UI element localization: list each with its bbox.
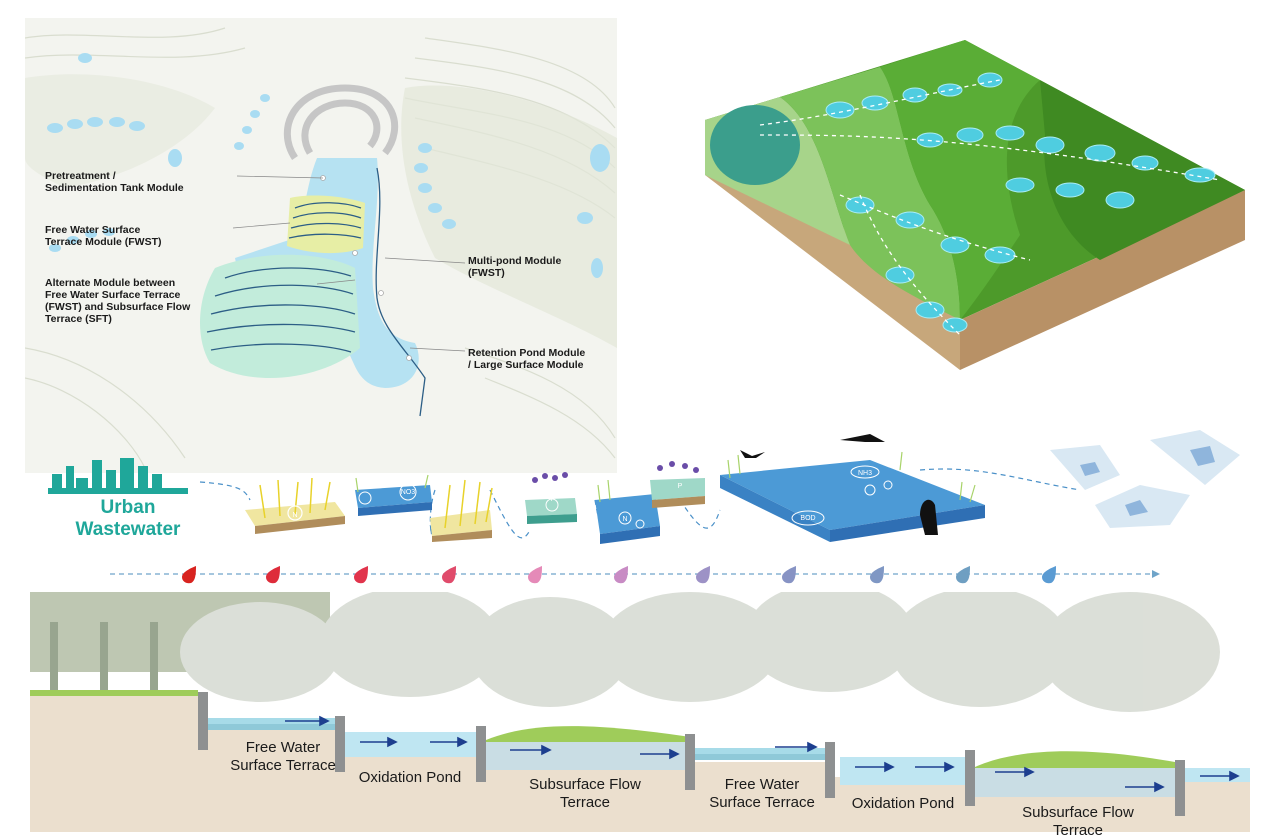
water-drop-icon [956,566,970,584]
module-6 [650,461,705,508]
water-drop-icon [782,566,796,584]
process-modules-strip [48,430,1240,584]
label-retention: Retention Pond Module/ Large Surface Mod… [468,347,586,371]
module-1 [245,477,345,534]
bird-icon [740,450,765,458]
terrain-block-3d [705,40,1245,370]
stage-label-ox-1: Oxidation Pond [358,769,462,786]
water-drop-icon [354,566,368,584]
water-drop-icon [442,566,456,584]
stage-label-ox-2: Oxidation Pond [851,795,955,812]
water-drop-icon [528,566,542,584]
water-drop-icon [266,566,280,584]
water-drop-icon [614,566,628,584]
cross-section [30,592,1250,832]
city-skyline-icon [48,458,188,494]
module-5 [595,479,660,544]
module-7 [720,451,985,542]
water-drop-icon [870,566,884,584]
module-2 [355,474,432,516]
wetland-plan-map [25,18,617,473]
water-drop-icon [1042,566,1056,584]
bird-icon [840,434,885,442]
module-3 [430,479,493,542]
label-multipond: Multi-pond Module(FWST) [468,255,562,279]
water-drop-icon [182,566,196,584]
module-4 [525,472,577,524]
label-pretreatment: Pretreatment /Sedimentation Tank Module [45,170,184,194]
water-drop-icon [696,566,710,584]
